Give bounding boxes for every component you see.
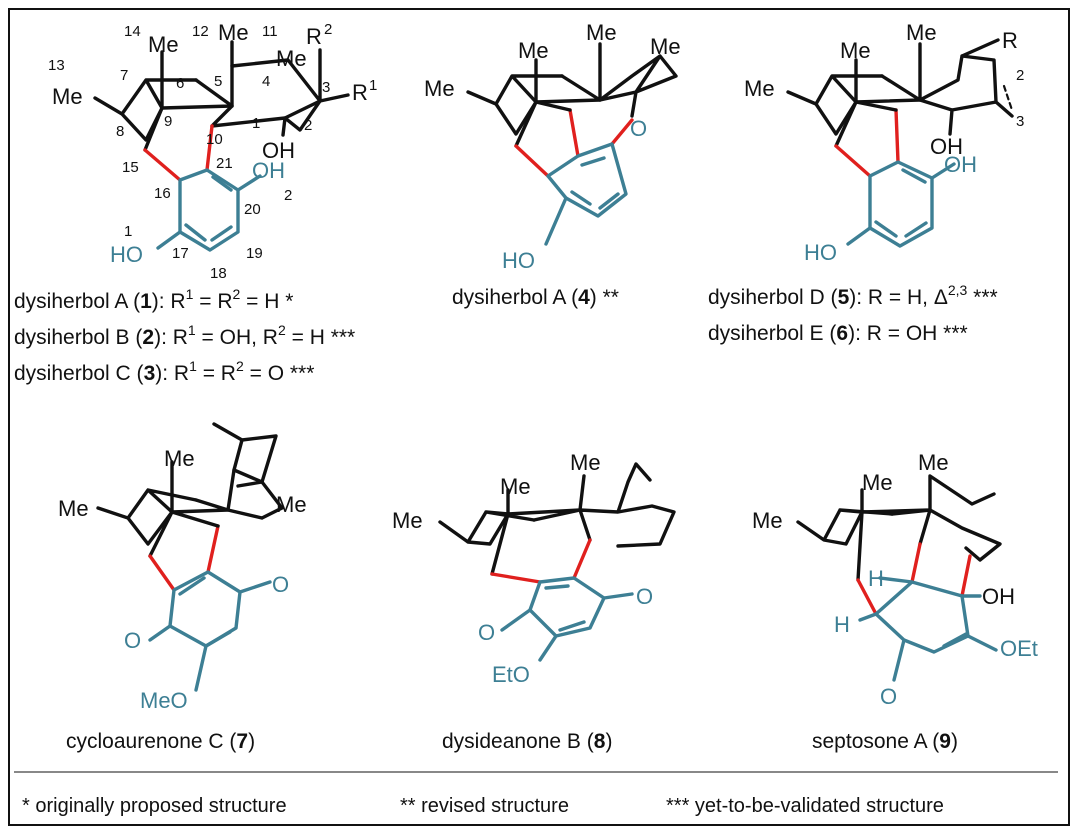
atom-r2: R — [306, 24, 322, 49]
atom-o: O — [880, 684, 897, 709]
structure-dysiherbol-a-revised: Me Me Me Me O HO — [424, 20, 681, 273]
atom-number: 2 — [284, 187, 292, 204]
atom-number: 5 — [214, 73, 222, 90]
atom-number: 2 — [1016, 67, 1024, 84]
structure-septosone-a: Me Me Me H H OH OEt O — [752, 450, 1038, 709]
caption-compound-5: dysiherbol D (5): R = H, Δ2,3 *** — [708, 282, 998, 309]
caption-compound-9: septosone A (9) — [812, 730, 958, 753]
atom-number: 2 — [304, 117, 312, 134]
structure-cycloaurenone-c: Me Me Me O O MeO — [58, 422, 307, 713]
atom-number: 7 — [120, 67, 128, 84]
atom-number: 15 — [122, 159, 139, 176]
atom-me: Me — [276, 492, 307, 517]
atom-number: 1 — [124, 223, 132, 240]
footnote-unvalidated: *** yet-to-be-validated structure — [666, 795, 944, 817]
atom-eto: EtO — [492, 662, 530, 687]
atom-o: O — [272, 572, 289, 597]
atom-me: Me — [862, 470, 893, 495]
atom-number: 17 — [172, 245, 189, 262]
atom-oet: OEt — [1000, 636, 1038, 661]
atom-oh: OH — [252, 158, 285, 183]
atom-h: H — [834, 612, 850, 637]
atom-number: 18 — [210, 265, 227, 282]
atom-me: Me — [840, 38, 871, 63]
footnote-original: * originally proposed structure — [22, 795, 287, 817]
atom-me: Me — [276, 46, 307, 71]
atom-number: 21 — [216, 155, 233, 172]
caption-compound-8: dysideanone B (8) — [442, 730, 612, 753]
atom-number: 14 — [124, 23, 141, 40]
atom-r: R — [1002, 28, 1018, 53]
atom-o: O — [124, 628, 141, 653]
atom-me: Me — [918, 450, 949, 475]
atom-number: 3 — [322, 79, 330, 96]
atom-me: Me — [570, 450, 601, 475]
atom-oh: OH — [982, 584, 1015, 609]
atom-me: Me — [218, 20, 249, 45]
superscript: 2 — [324, 21, 332, 38]
atom-number: 6 — [176, 75, 184, 92]
caption-compound-3: dysiherbol C (3): R1 = R2 = O *** — [14, 358, 314, 385]
atom-h: H — [868, 566, 884, 591]
superscript: 1 — [369, 77, 377, 94]
atom-me: Me — [650, 34, 681, 59]
atom-number: 20 — [244, 201, 261, 218]
atom-number: 19 — [246, 245, 263, 262]
atom-number: 1 — [252, 115, 260, 132]
caption-compound-1: dysiherbol A (1): R1 = R2 = H * — [14, 286, 293, 313]
atom-number: 8 — [116, 123, 124, 140]
structure-dysideanone-b: Me Me Me O O EtO — [392, 450, 676, 687]
atom-number: 4 — [262, 73, 270, 90]
atom-number: 13 — [48, 57, 65, 74]
structure-dysiherbol-de: Me Me Me R OH OH HO 2 3 — [744, 20, 1024, 265]
figure-frame — [8, 8, 1070, 826]
atom-me: Me — [424, 76, 455, 101]
structure-dysiherbol-abc: Me Me Me Me R 2 R 1 OH OH HO 14 12 11 13… — [48, 20, 377, 282]
atom-r1: R — [352, 80, 368, 105]
atom-o: O — [630, 116, 647, 141]
atom-ho: HO — [110, 242, 143, 267]
atom-me: Me — [752, 508, 783, 533]
footnote-revised: ** revised structure — [400, 795, 569, 817]
atom-meo: MeO — [140, 688, 188, 713]
caption-compound-2: dysiherbol B (2): R1 = OH, R2 = H *** — [14, 322, 355, 349]
atom-number: 10 — [206, 131, 223, 148]
atom-oh: OH — [930, 134, 963, 159]
atom-me: Me — [164, 446, 195, 471]
atom-me: Me — [148, 32, 179, 57]
atom-oh: OH — [262, 138, 295, 163]
atom-me: Me — [392, 508, 423, 533]
atom-me: Me — [586, 20, 617, 45]
atom-me: Me — [744, 76, 775, 101]
atom-oh: OH — [944, 152, 977, 177]
atom-me: Me — [58, 496, 89, 521]
atom-me: Me — [906, 20, 937, 45]
atom-me: Me — [500, 474, 531, 499]
atom-me: Me — [518, 38, 549, 63]
atom-number: 3 — [1016, 113, 1024, 130]
atom-number: 16 — [154, 185, 171, 202]
atom-number: 11 — [262, 23, 278, 40]
atom-ho: HO — [502, 248, 535, 273]
caption-compound-4: dysiherbol A (4) ** — [452, 286, 619, 309]
atom-number: 9 — [164, 113, 172, 130]
atom-o: O — [636, 584, 653, 609]
atom-me: Me — [52, 84, 83, 109]
atom-number: 12 — [192, 23, 209, 40]
atom-o: O — [478, 620, 495, 645]
caption-compound-7: cycloaurenone C (7) — [66, 730, 255, 753]
atom-ho: HO — [804, 240, 837, 265]
caption-compound-6: dysiherbol E (6): R = OH *** — [708, 322, 968, 345]
